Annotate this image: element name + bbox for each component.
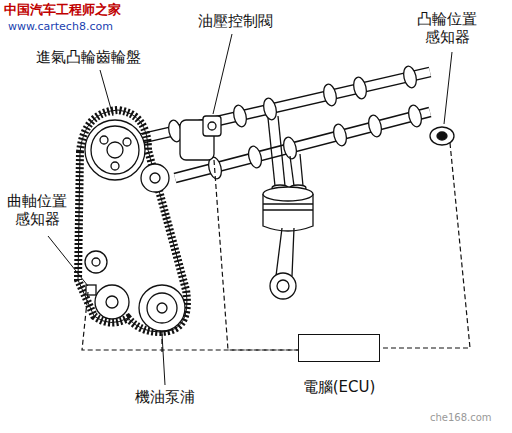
- node-label: 電腦(ECU): [282, 378, 396, 397]
- ecu-box: [298, 334, 380, 362]
- watermark-url: che168.com: [430, 412, 492, 424]
- part-label: 油壓控制閥: [198, 12, 273, 30]
- part-label: 進氣凸輪齒輪盤: [36, 48, 141, 66]
- part-label: 曲軸位置 感知器: [4, 192, 70, 228]
- part-label: 機油泵浦: [135, 388, 195, 406]
- ecu-unit: 電腦(ECU): [282, 334, 396, 397]
- part-label: 凸輪位置 感知器: [414, 10, 480, 46]
- watermark-url: www.cartech8.com: [8, 20, 113, 33]
- watermark-title: 中国汽车工程师之家: [4, 2, 121, 18]
